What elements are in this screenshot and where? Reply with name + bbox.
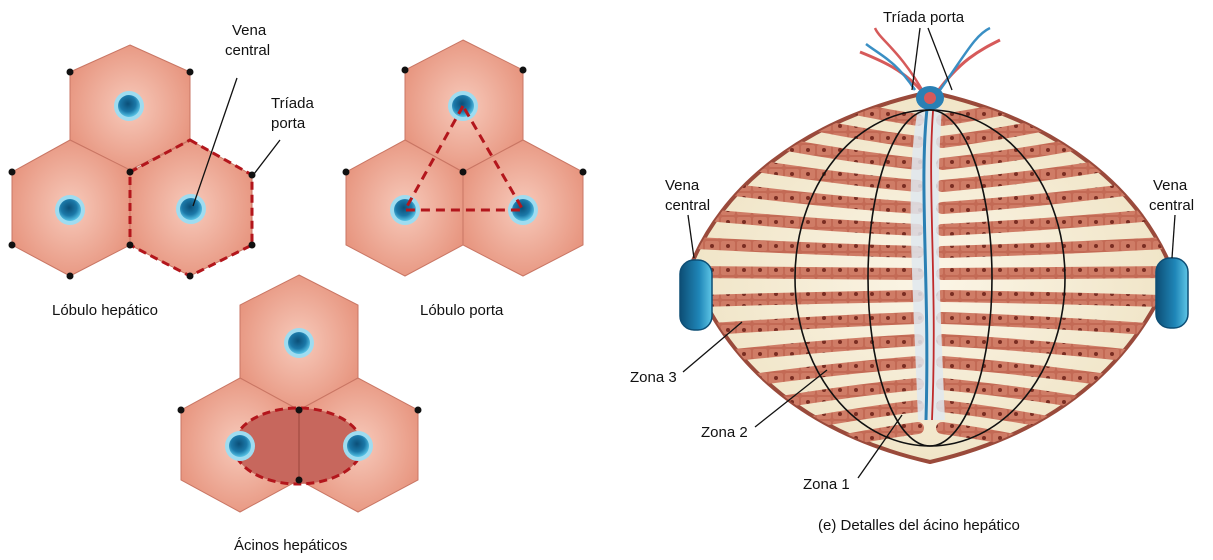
leader-triada-a [254,140,280,174]
label-triada-line1: Tríada [271,95,314,112]
hepatocyte-plate [942,272,1180,274]
central-vein-right-c [343,431,373,461]
central-vein-right [176,194,206,224]
hepatocyte-plate [680,64,918,120]
caption-lobulo-porta: Lóbulo porta [420,302,504,319]
label-vena-right-line2: central [1149,197,1194,214]
central-vein-left-b [390,195,420,225]
hepatocyte-plate [942,296,1180,302]
hepatocyte-plate [942,64,1180,120]
caption-acinos-hepaticos: Ácinos hepáticos [234,537,347,554]
acinus-detail-diagram: Tríada porta Vena central Vena central Z… [630,9,1194,534]
label-vena-right-line1: Vena [1153,177,1188,194]
label-vena-left-line1: Vena [665,177,700,194]
central-vein-left [55,195,85,225]
hepatic-acini-diagram: Ácinos hepáticos [178,275,422,554]
label-vena-central-line1: Vena [232,22,267,39]
label-vena-left-line2: central [665,197,710,214]
label-triada-porta: Tríada porta [883,9,965,26]
central-vein-top-c [284,328,314,358]
caption-lobulo-hepatico: Lóbulo hepático [52,302,158,319]
hepatocyte-plate [680,296,918,302]
portal-triad-vessels [860,28,1000,110]
label-zona-3: Zona 3 [630,369,677,386]
leader-triada-porta-2 [928,28,952,90]
label-vena-central-line2: central [225,42,270,59]
label-zona-1: Zona 1 [803,476,850,493]
caption-detalles-acino: (e) Detalles del ácino hepático [818,517,1020,534]
central-vein-left-e [680,260,712,330]
portal-lobule-diagram: Lóbulo porta [343,40,587,319]
central-vein-left-c [225,431,255,461]
hepatic-lobule-diagram: Vena central Tríada porta Lóbulo hepátic… [9,22,315,319]
label-zona-2: Zona 2 [701,424,748,441]
leader-vena-right [1172,215,1175,258]
central-vein-top [114,91,144,121]
leader-vena-left [688,215,694,258]
hepatocyte-plate [680,272,918,274]
label-triada-line2: porta [271,115,306,132]
central-vein-right-e [1156,258,1188,328]
